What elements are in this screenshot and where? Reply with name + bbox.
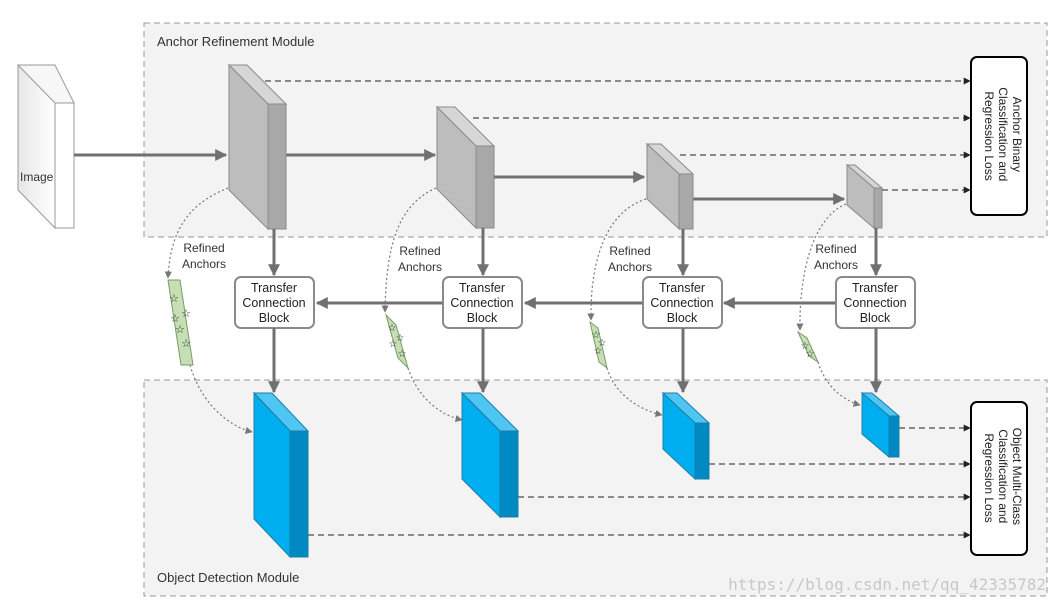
svg-text:Refined: Refined bbox=[183, 241, 224, 255]
anchor-star-icon: ☆ bbox=[594, 346, 603, 357]
arm-feature-block-2 bbox=[435, 105, 496, 230]
odm-feature-block-4 bbox=[860, 391, 901, 459]
object-detection-module-title: Object Detection Module bbox=[157, 570, 299, 585]
transfer-connection-block-1: Transfer Connection Block bbox=[234, 276, 315, 329]
input-image-block bbox=[17, 63, 75, 230]
refined-anchors-patch-2: ☆ ☆ ☆ ☆ bbox=[385, 313, 409, 370]
anchor-star-icon: ☆ bbox=[389, 339, 398, 350]
refined-anchors-label-3: Refined Anchors bbox=[608, 244, 652, 274]
svg-text:Refined: Refined bbox=[815, 242, 856, 256]
anchor-star-icon: ☆ bbox=[398, 349, 407, 360]
tcb-to-odm-arrows bbox=[268, 328, 882, 394]
transfer-connection-block-3: Transfer Connection Block bbox=[642, 276, 723, 329]
anchor-star-icon: ☆ bbox=[181, 308, 191, 320]
tcb-3-line-3: Block bbox=[667, 311, 698, 325]
arm-to-tcb-arrows bbox=[268, 228, 882, 277]
tcb-3-line-2: Connection bbox=[650, 296, 713, 310]
refined-anchors-label-1: Refined Anchors bbox=[182, 241, 226, 271]
refined-anchors-patch-3: ☆ ☆ ☆ bbox=[589, 320, 608, 370]
arm-feature-block-1 bbox=[227, 63, 288, 231]
watermark: https://blog.csdn.net/qq_42335782 bbox=[728, 575, 1046, 594]
tcb-2-line-2: Connection bbox=[450, 296, 513, 310]
svg-text:Refined: Refined bbox=[609, 244, 650, 258]
svg-text:Anchors: Anchors bbox=[814, 258, 858, 272]
refined-anchors-patch-1: ☆ ☆ ☆ ☆ ☆ bbox=[167, 279, 194, 366]
svg-text:Anchors: Anchors bbox=[398, 260, 442, 274]
arm-feature-block-4 bbox=[845, 163, 884, 230]
tcb-4-line-2: Connection bbox=[843, 296, 906, 310]
arm-loss-label: Anchor Binary Classification and Regress… bbox=[982, 87, 1024, 184]
tcb-2-line-3: Block bbox=[467, 311, 498, 325]
tcb-4-line-1: Transfer bbox=[852, 281, 898, 295]
tcb-3-line-1: Transfer bbox=[659, 281, 705, 295]
refined-anchor-dotted-paths-in bbox=[164, 187, 847, 331]
odm-feature-block-2 bbox=[460, 391, 520, 519]
anchor-star-icon: ☆ bbox=[388, 323, 397, 334]
anchor-star-icon: ☆ bbox=[181, 338, 191, 350]
odm-loss-box bbox=[970, 401, 1028, 556]
refined-anchor-dotted-paths-out bbox=[189, 361, 861, 434]
odm-feature-block-1 bbox=[252, 391, 310, 559]
odm-loss-label: Object Multi-Class Classification and Re… bbox=[982, 428, 1024, 529]
transfer-connection-block-4: Transfer Connection Block bbox=[835, 276, 916, 329]
anchor-star-icon: ☆ bbox=[169, 293, 179, 305]
arm-forward-arrows bbox=[74, 149, 846, 205]
tcb-1-line-3: Block bbox=[259, 311, 290, 325]
tcb-2-line-1: Transfer bbox=[459, 281, 505, 295]
transfer-connection-block-2: Transfer Connection Block bbox=[442, 276, 523, 329]
anchor-star-icon: ☆ bbox=[396, 333, 405, 344]
anchor-star-icon: ☆ bbox=[801, 341, 810, 352]
refined-anchors-label-4: Refined Anchors bbox=[814, 242, 858, 272]
arm-loss-dashed-arrows bbox=[265, 77, 971, 194]
tcb-4-line-3: Block bbox=[860, 311, 891, 325]
anchor-star-icon: ☆ bbox=[592, 330, 601, 341]
refined-anchors-label-2: Refined Anchors bbox=[398, 244, 442, 274]
arm-feature-block-3 bbox=[645, 142, 695, 231]
anchor-star-icon: ☆ bbox=[806, 349, 815, 360]
odm-loss-dashed-arrows bbox=[308, 424, 971, 539]
svg-text:Refined: Refined bbox=[399, 244, 440, 258]
anchor-star-icon: ☆ bbox=[175, 324, 185, 336]
refined-anchors-patch-4: ☆ ☆ bbox=[796, 330, 820, 364]
tcb-1-line-2: Connection bbox=[242, 296, 305, 310]
svg-text:Anchors: Anchors bbox=[608, 260, 652, 274]
tcb-1-line-1: Transfer bbox=[251, 281, 297, 295]
anchor-refinement-module-region bbox=[143, 22, 1048, 238]
arm-loss-box bbox=[970, 56, 1028, 216]
input-image-label: Image bbox=[20, 170, 54, 184]
anchor-star-icon: ☆ bbox=[598, 338, 607, 349]
odm-feature-block-3 bbox=[661, 391, 711, 481]
anchor-refinement-module-title: Anchor Refinement Module bbox=[157, 34, 315, 49]
anchor-star-icon: ☆ bbox=[170, 313, 180, 325]
svg-text:Anchors: Anchors bbox=[182, 257, 226, 271]
